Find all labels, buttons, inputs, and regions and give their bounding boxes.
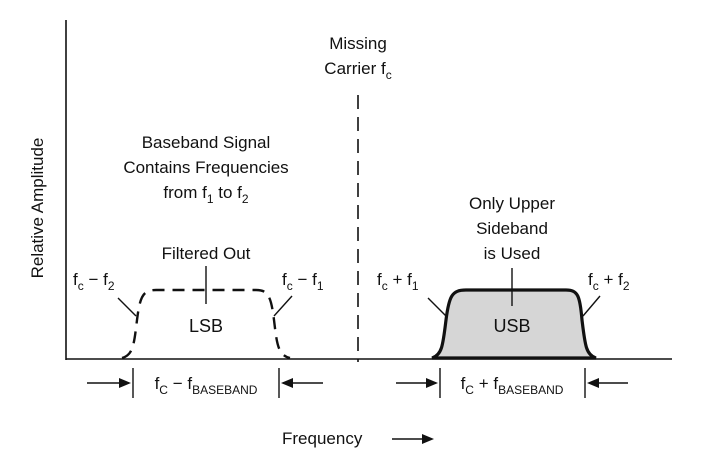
fc-plus-f1-label: fc + f1 — [377, 270, 419, 293]
lsb-width-label: fC − fBASEBAND — [155, 374, 258, 397]
fc-minus-f2-label: fc − f2 — [73, 270, 115, 293]
usb-label: USB — [493, 316, 530, 336]
fc-minus-f2-pointer — [117, 297, 137, 317]
fc-plus-f2-label: fc + f2 — [588, 270, 630, 293]
baseband-line2: Contains Frequencies — [123, 158, 288, 177]
usb-note-line1: Only Upper — [469, 194, 555, 213]
carrier-label-line1: Missing — [329, 34, 387, 53]
baseband-line1: Baseband Signal — [142, 133, 271, 152]
fc-minus-f1-label: fc − f1 — [282, 270, 324, 293]
usb-note-line3: is Used — [484, 244, 541, 263]
lsb-label: LSB — [189, 316, 223, 336]
lsb-width-left-arrowhead — [119, 378, 131, 388]
baseband-line3: from f1 to f2 — [163, 183, 249, 206]
lsb-outline — [121, 288, 291, 360]
usb-band — [431, 288, 597, 360]
fc-minus-f1-pointer — [273, 295, 293, 317]
fc-plus-f2-pointer — [582, 295, 601, 317]
usb-note-line2: Sideband — [476, 219, 548, 238]
fc-plus-f1-pointer — [427, 297, 447, 317]
y-axis-label: Relative Amplitude — [28, 138, 47, 279]
usb-width-label: fC + fBASEBAND — [461, 374, 564, 397]
filtered-out-label: Filtered Out — [162, 244, 251, 263]
usb-width-left-arrowhead — [426, 378, 438, 388]
x-axis-label: Frequency — [282, 429, 363, 448]
carrier-label-line2: Carrier fc — [324, 59, 391, 82]
x-axis-arrowhead — [422, 434, 434, 444]
